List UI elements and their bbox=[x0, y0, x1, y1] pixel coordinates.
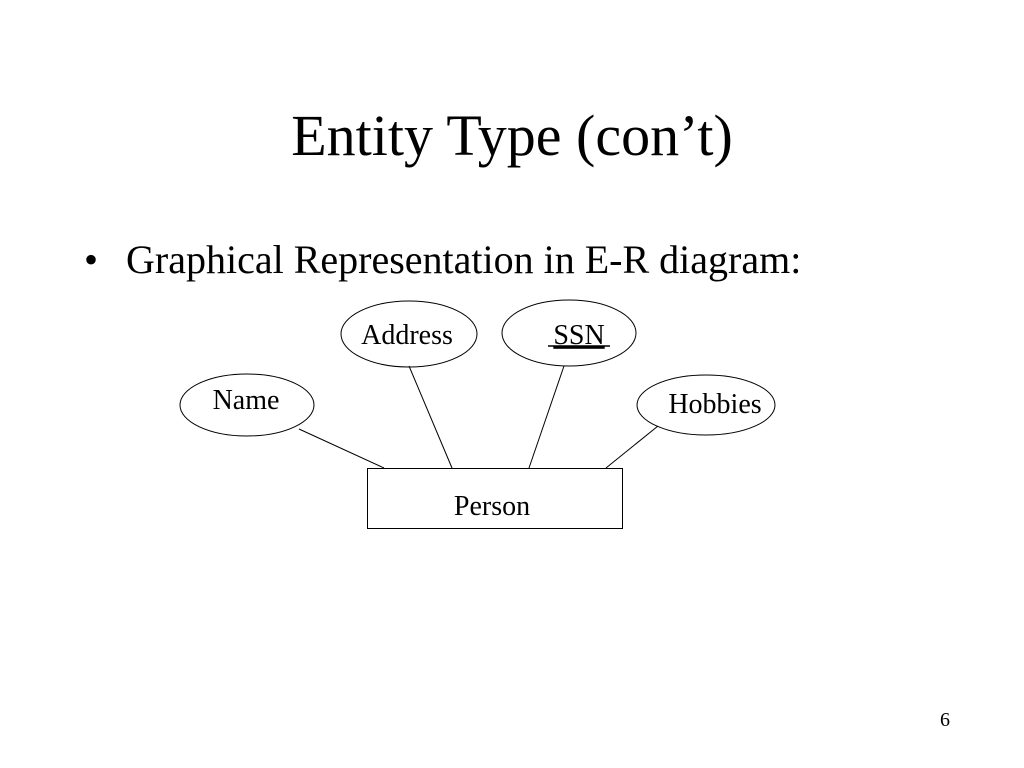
attribute-ellipse-name bbox=[179, 373, 315, 437]
attribute-ellipse-hobbies bbox=[636, 374, 776, 436]
attribute-ellipse-address bbox=[340, 300, 478, 368]
bullet-item: • Graphical Representation in E-R diagram… bbox=[84, 234, 801, 286]
attribute-ellipse-ssn bbox=[501, 299, 637, 367]
attribute-label-address: Address bbox=[361, 320, 453, 351]
connector-hobbies bbox=[605, 425, 659, 469]
attribute-label-name: Name bbox=[213, 385, 280, 416]
attribute-label-hobbies: Hobbies bbox=[668, 389, 761, 420]
connector-name bbox=[298, 428, 385, 469]
bullet-dot-icon: • bbox=[84, 237, 99, 282]
page-number: 6 bbox=[940, 709, 950, 731]
connector-ssn bbox=[528, 365, 565, 469]
entity-label: Person bbox=[454, 491, 530, 522]
entity-rectangle bbox=[367, 468, 623, 529]
connector-address bbox=[408, 365, 453, 469]
bullet-text: Graphical Representation in E-R diagram: bbox=[126, 237, 802, 282]
slide-title: Entity Type (con’t) bbox=[291, 103, 733, 168]
